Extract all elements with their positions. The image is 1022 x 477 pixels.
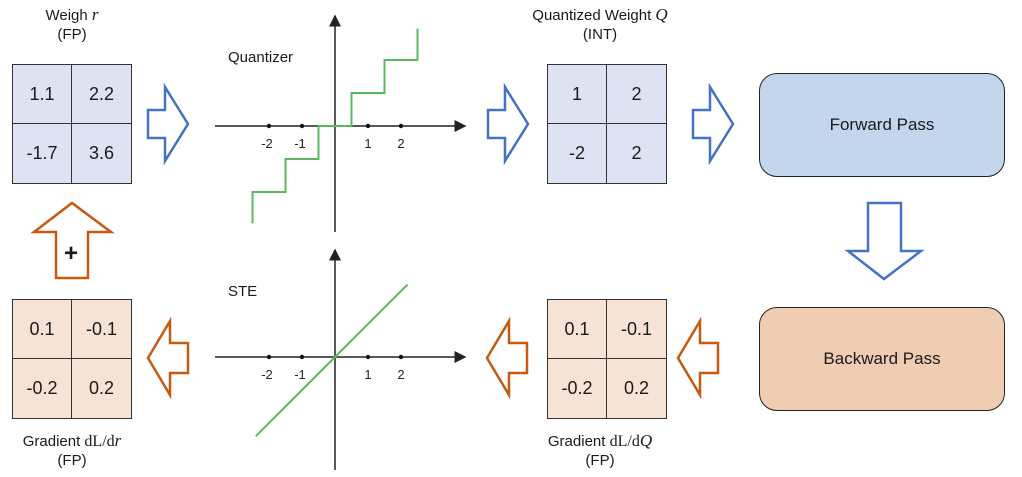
right-arrow-icon xyxy=(146,82,190,166)
tick-dot xyxy=(398,354,404,360)
matrix-cell: 0.1 xyxy=(13,300,72,359)
grad-q-math: dL/d xyxy=(609,433,640,450)
weight-fp-title: Weigh xyxy=(45,7,92,24)
grad-r-title: Gradient xyxy=(22,433,85,450)
weight-fp-matrix: 1.1 2.2 -1.7 3.6 xyxy=(12,64,132,184)
quantizer-plot: -2 -1 1 2 xyxy=(215,14,467,232)
up-arrow-icon xyxy=(30,201,115,280)
matrix-cell: -0.2 xyxy=(13,359,72,418)
ste-identity-line xyxy=(255,283,409,437)
tick-label: -2 xyxy=(261,367,273,382)
forward-pass-box: Forward Pass xyxy=(759,73,1005,177)
tick-label: -1 xyxy=(294,367,306,382)
weight-fp-subtitle: (FP) xyxy=(57,26,87,43)
ste-label: STE xyxy=(228,283,258,300)
grad-q-matrix: 0.1 -0.1 -0.2 0.2 xyxy=(547,299,667,419)
matrix-cell: 1.1 xyxy=(13,65,72,124)
matrix-cell: -2 xyxy=(548,124,607,183)
weight-int-matrix: 1 2 -2 2 xyxy=(547,64,667,184)
tick-dot xyxy=(398,123,404,129)
weight-int-subtitle: (INT) xyxy=(582,26,618,43)
grad-r-math: dL/d xyxy=(84,433,115,450)
matrix-cell: 2.2 xyxy=(72,65,131,124)
weight-fp-var: r xyxy=(91,5,99,24)
grad-r-var: r xyxy=(114,431,122,450)
left-arrow-icon xyxy=(485,316,529,400)
down-arrow-icon xyxy=(844,201,925,281)
tick-label: 1 xyxy=(364,136,371,151)
grad-q-var: Q xyxy=(639,431,653,450)
matrix-cell: -0.2 xyxy=(548,359,607,418)
grad-r-matrix: 0.1 -0.1 -0.2 0.2 xyxy=(12,299,132,419)
matrix-cell: -0.1 xyxy=(607,300,666,359)
tick-dot xyxy=(299,123,305,129)
weight-int-title: Quantized Weight xyxy=(532,7,656,24)
matrix-cell: 1 xyxy=(548,65,607,124)
matrix-cell: 2 xyxy=(631,143,642,163)
matrix-cell: -0.1 xyxy=(72,300,131,359)
tick-label: 2 xyxy=(397,367,404,382)
tick-dot xyxy=(266,354,272,360)
right-arrow-icon xyxy=(486,82,530,166)
weight-int-var: Q xyxy=(655,5,668,24)
grad-r-subtitle: (FP) xyxy=(57,452,87,469)
tick-dot xyxy=(299,354,305,360)
ste-plot: -2 -1 1 2 xyxy=(215,248,467,470)
quantizer-step-line xyxy=(251,28,419,224)
matrix-cell: -1.7 xyxy=(13,124,72,183)
weight-int-caption: Quantized Weight Q (INT) xyxy=(520,5,680,44)
tick-dot xyxy=(365,123,371,129)
tick-label: 1 xyxy=(364,367,371,382)
tick-label: -1 xyxy=(294,136,306,151)
matrix-cell: 3.6 xyxy=(88,143,115,163)
matrix-cell: 0.2 xyxy=(623,378,650,398)
grad-q-subtitle: (FP) xyxy=(585,452,615,469)
matrix-cell: 0.2 xyxy=(88,378,115,398)
weight-fp-caption: Weigh r (FP) xyxy=(12,5,132,44)
tick-label: -2 xyxy=(261,136,273,151)
left-arrow-icon xyxy=(146,316,190,400)
tick-label: 2 xyxy=(397,136,404,151)
quantizer-label: Quantizer xyxy=(228,49,294,66)
matrix-cell: 2 xyxy=(607,65,666,124)
tick-dot xyxy=(266,123,272,129)
right-arrow-icon xyxy=(691,82,735,166)
backward-pass-label: Backward Pass xyxy=(823,349,941,368)
grad-q-title: Gradient xyxy=(547,433,610,450)
matrix-cell: 0.1 xyxy=(548,300,607,359)
grad-r-caption: Gradient dL/dr (FP) xyxy=(2,431,142,470)
left-arrow-icon xyxy=(676,316,720,400)
grad-q-caption: Gradient dL/dQ (FP) xyxy=(530,431,670,470)
backward-pass-box: Backward Pass xyxy=(759,307,1005,411)
plus-sign: + xyxy=(64,240,79,267)
forward-pass-label: Forward Pass xyxy=(829,115,935,134)
tick-dot xyxy=(365,354,371,360)
